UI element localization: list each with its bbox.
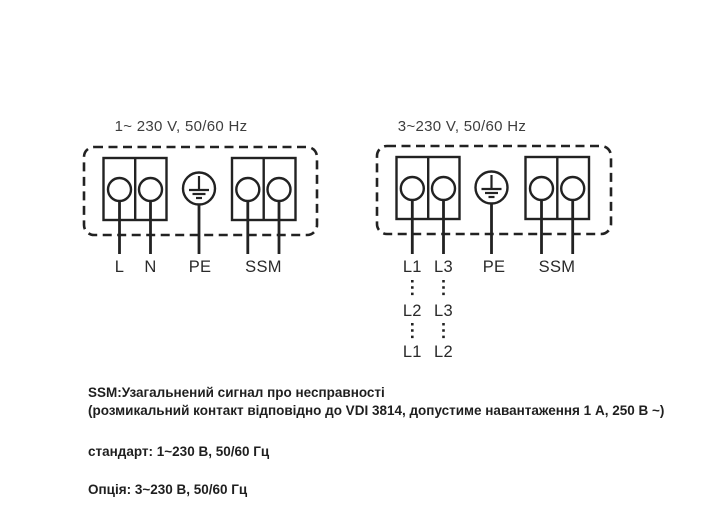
label-l: L [115,258,124,276]
single-phase-ssm-terminal-block [230,156,297,254]
label-pe: PE [483,258,506,276]
label-swap-row2-b: L2 [434,343,453,361]
ssm-note: SSM:Узагальнений сигнал про несправності… [88,384,688,420]
three-phase-diagram: 3~230 V, 50/60 Hz [375,118,613,361]
label-ssm: SSM [539,258,576,276]
terminal-l-circle [106,176,133,203]
single-phase-power-terminal-block [102,156,168,254]
ssm-circle-1 [528,175,555,202]
standard-voltage-note: стандарт: 1~230 В, 50/60 Гц [88,444,270,459]
three-phase-dashed-enclosure [375,144,613,236]
terminal-l1-circle [399,175,425,202]
label-swap-row1-a: L2 [403,302,422,320]
ssm-circle-1 [235,176,261,203]
label-swap-row2-a: L1 [403,343,422,361]
three-phase-power-terminal-block [395,155,461,254]
label-swap-row1-b: L3 [434,302,453,320]
label-n: N [144,258,156,276]
single-phase-dashed-enclosure [82,145,319,237]
label-pe: PE [189,258,212,276]
protective-earth-icon [474,170,509,254]
terminal-n-circle [137,176,164,203]
label-ssm: SSM [245,258,282,276]
phase-swap-options: L2 L3 L1 L2 [403,280,453,361]
three-phase-ssm-terminal-block [524,155,591,254]
label-l1: L1 [403,258,422,276]
protective-earth-icon [181,171,217,254]
three-phase-title: 3~230 V, 50/60 Hz [398,118,526,135]
single-phase-diagram: 1~ 230 V, 50/60 Hz [82,118,319,276]
ssm-note-title: SSM:Узагальнений сигнал про несправності [88,385,385,400]
ssm-circle-2 [266,176,292,203]
ssm-circle-2 [560,175,586,202]
single-phase-title: 1~ 230 V, 50/60 Hz [115,118,248,135]
ssm-note-detail: (розмикальний контакт відповідно до VDI … [88,403,665,418]
label-l3: L3 [434,258,453,276]
terminal-l3-circle [430,175,457,202]
option-voltage-note: Опція: 3~230 В, 50/60 Гц [88,482,248,497]
